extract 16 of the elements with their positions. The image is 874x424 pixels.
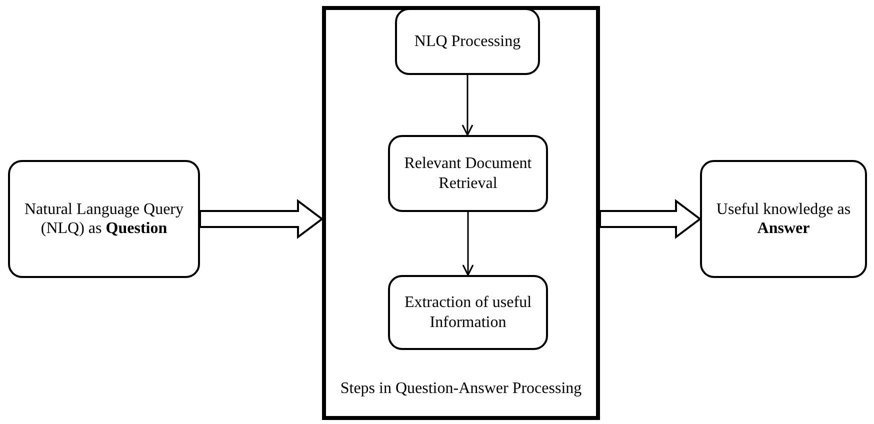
- process-box: [388, 275, 548, 350]
- group-box: [322, 6, 600, 420]
- block-arrow: [599, 199, 702, 239]
- group-caption: Steps in Question-Answer Processing: [340, 378, 582, 398]
- box-label: Extraction of useful Information: [403, 293, 533, 332]
- process-box: [395, 8, 540, 75]
- box-label: Natural Language Query (NLQ) as Question: [23, 200, 185, 238]
- box-label: Useful knowledge as Answer: [715, 200, 852, 238]
- box-label: NLQ Processing: [414, 32, 521, 52]
- process-box: [8, 160, 200, 278]
- box-label: Relevant Document Retrieval: [403, 154, 533, 193]
- process-box: [388, 135, 548, 212]
- block-arrow: [199, 199, 324, 239]
- arrow: [462, 212, 474, 276]
- arrow: [462, 75, 474, 136]
- process-box: [700, 160, 867, 278]
